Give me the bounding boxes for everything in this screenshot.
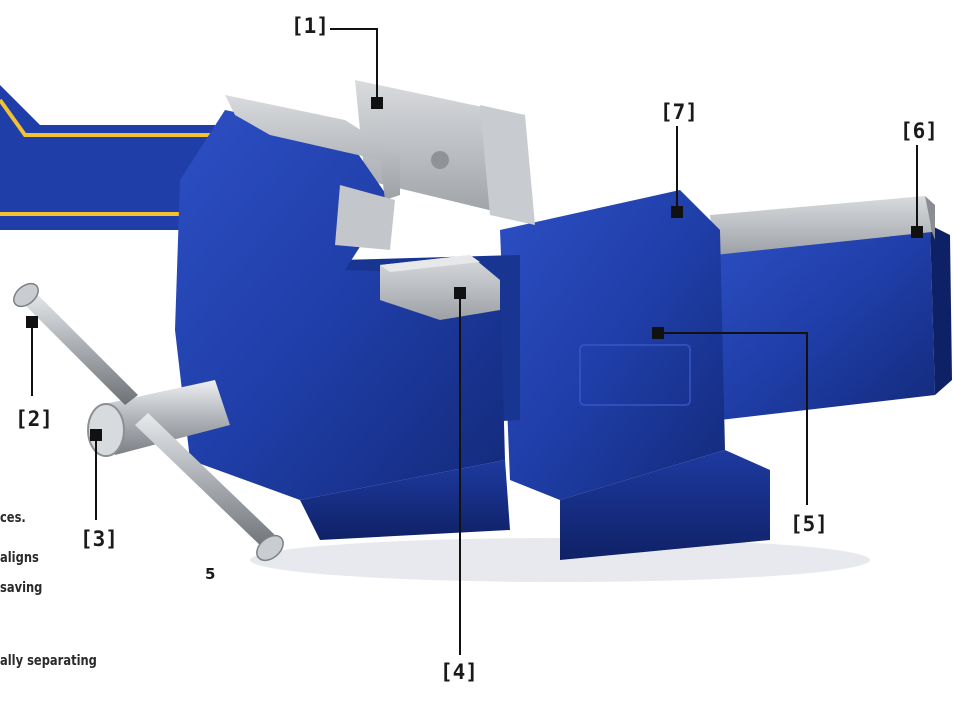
callout-label-4: [4]: [440, 660, 478, 684]
callout-label-7: [7]: [660, 100, 698, 124]
side-text-line-1: ces.: [0, 510, 26, 526]
page-number: 5: [205, 565, 216, 583]
handle-assembly: [13, 282, 284, 562]
front-body: [175, 95, 520, 540]
rear-body: [355, 80, 952, 560]
callout-label-6: [6]: [900, 119, 938, 143]
side-text-line-4: ally separating: [0, 653, 97, 669]
callout-label-5: [5]: [790, 512, 828, 536]
callout-markers: [26, 97, 923, 441]
callout-label-1: [1]: [291, 14, 329, 38]
callout-label-2: [2]: [15, 407, 53, 431]
side-text-line-3: saving: [0, 580, 43, 596]
side-text-line-2: aligns: [0, 550, 39, 566]
leader-lines: [31, 28, 918, 655]
callout-label-3: [3]: [80, 527, 118, 551]
